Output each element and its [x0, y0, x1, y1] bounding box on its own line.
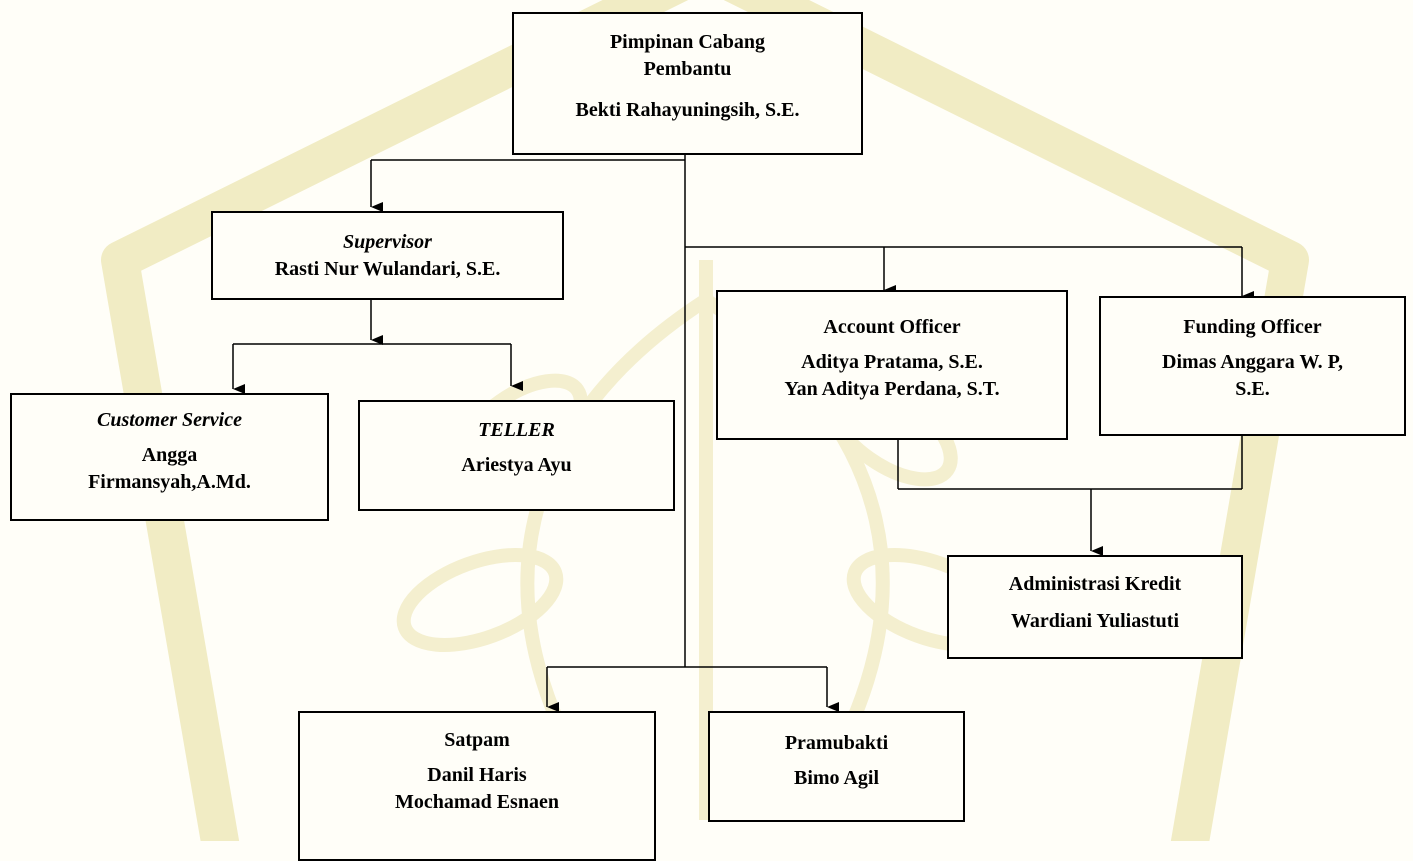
node-supervisor: Supervisor Rasti Nur Wulandari, S.E.: [211, 211, 564, 300]
satpam-title: Satpam: [444, 729, 510, 751]
teller-name: Ariestya Ayu: [461, 454, 572, 476]
node-satpam: Satpam Danil Haris Mochamad Esnaen: [298, 711, 656, 861]
node-funding-officer: Funding Officer Dimas Anggara W. P, S.E.: [1099, 296, 1406, 436]
supervisor-name: Rasti Nur Wulandari, S.E.: [274, 258, 501, 280]
node-pramubakti: Pramubakti Bimo Agil: [708, 711, 965, 822]
account-officer-name-line1: Aditya Pratama, S.E.: [801, 351, 983, 373]
node-teller: TELLER Ariestya Ayu: [358, 400, 675, 511]
cs-title: Customer Service: [97, 409, 242, 431]
admin-kredit-name: Wardiani Yuliastuti: [1010, 610, 1180, 632]
cs-name-line1: Angga: [141, 444, 198, 466]
admin-kredit-title: Administrasi Kredit: [1008, 573, 1182, 595]
teller-title: TELLER: [478, 419, 555, 441]
pramubakti-name: Bimo Agil: [793, 767, 879, 789]
account-officer-title: Account Officer: [823, 316, 961, 338]
cs-name-line2: Firmansyah,A.Md.: [88, 471, 251, 493]
funding-officer-title: Funding Officer: [1183, 316, 1322, 338]
connector-lines: [232, 155, 1254, 712]
supervisor-title: Supervisor: [343, 231, 432, 253]
satpam-name-line1: Danil Haris: [427, 764, 527, 786]
head-name: Bekti Rahayuningsih, S.E.: [575, 99, 800, 121]
satpam-name-line2: Mochamad Esnaen: [395, 791, 559, 813]
node-customer-service: Customer Service Angga Firmansyah,A.Md.: [10, 393, 329, 521]
head-title-line1: Pimpinan Cabang: [609, 31, 766, 53]
head-title-line2: Pembantu: [643, 58, 732, 80]
node-administrasi-kredit: Administrasi Kredit Wardiani Yuliastuti: [947, 555, 1243, 659]
funding-officer-name-line1: Dimas Anggara W. P,: [1162, 351, 1343, 373]
pramubakti-title: Pramubakti: [784, 732, 889, 754]
funding-officer-name-line2: S.E.: [1235, 378, 1270, 400]
node-pimpinan-cabang: Pimpinan Cabang Pembantu Bekti Rahayunin…: [512, 12, 863, 155]
node-account-officer: Account Officer Aditya Pratama, S.E. Yan…: [716, 290, 1068, 440]
account-officer-name-line2: Yan Aditya Perdana, S.T.: [784, 378, 1000, 400]
